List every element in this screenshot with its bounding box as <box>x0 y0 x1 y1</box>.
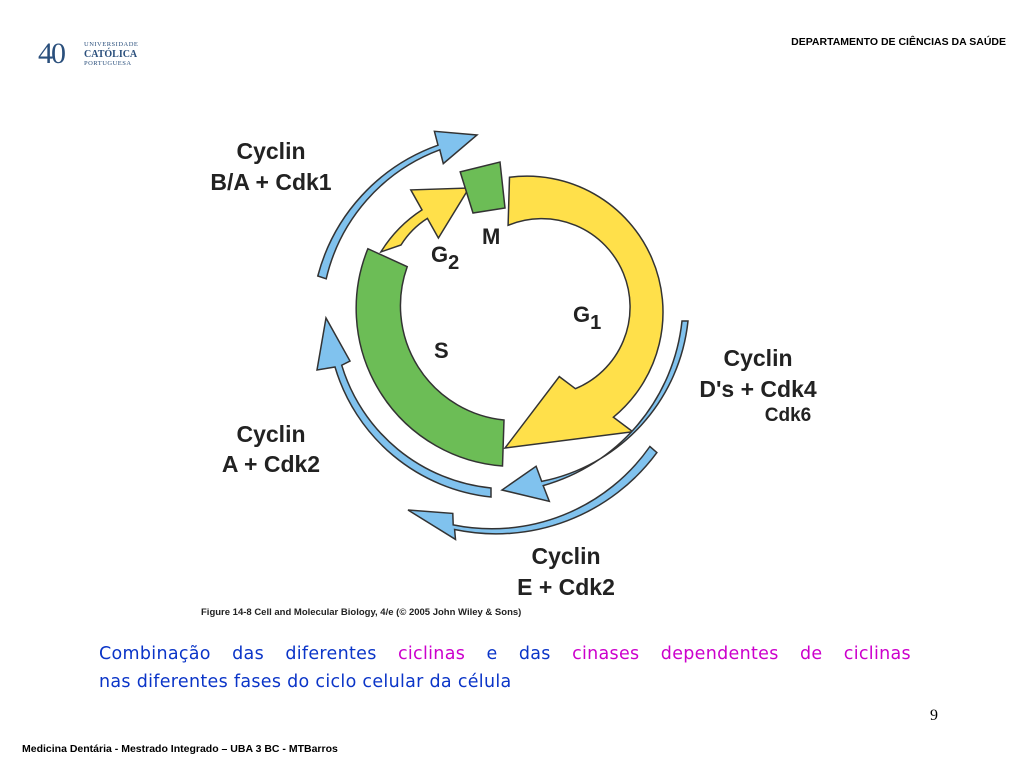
caption-highlight-cinases: cinases <box>572 644 640 664</box>
caption-line-2: nas diferentes fases do ciclo celular da… <box>99 672 512 692</box>
complex-d-cdk4-line1: Cyclin <box>723 345 792 371</box>
complex-d-cdk6-line3: Cdk6 <box>765 405 811 426</box>
complex-a-cdk2-line2: A + Cdk2 <box>222 451 320 477</box>
complex-d-cdk4-line2: D's + Cdk4 <box>699 376 817 402</box>
university-logo: 40 UNIVERSIDADE CATÓLICA PORTUGUESA <box>38 37 138 70</box>
caption-line-1: Combinação das diferentes ciclinas e das… <box>99 640 911 668</box>
complex-b-a-cdk1-line2: B/A + Cdk1 <box>210 169 331 195</box>
cyclin-b-a-cdk1-arrow <box>316 130 479 280</box>
logo-line-1: UNIVERSIDADE <box>84 41 139 48</box>
phase-label-m: M <box>482 224 500 249</box>
slide-caption: Combinação das diferentes ciclinas e das… <box>99 640 911 696</box>
department-header: DEPARTAMENTO DE CIÊNCIAS DA SAÚDE <box>791 36 1006 48</box>
phase-label-s: S <box>434 338 449 363</box>
complex-b-a-cdk1-line1: Cyclin <box>236 138 305 164</box>
slide-footer: Medicina Dentária - Mestrado Integrado –… <box>22 743 338 755</box>
complex-e-cdk2-line2: E + Cdk2 <box>517 574 615 600</box>
caption-highlight-ciclinas-2: ciclinas <box>843 644 911 664</box>
caption-word: das <box>518 644 551 664</box>
s-phase-block <box>355 247 505 467</box>
figure-credit: Figure 14-8 Cell and Molecular Biology, … <box>201 607 521 618</box>
cyclin-e-cdk2-arrow <box>407 445 658 541</box>
logo-number: 40 <box>38 37 66 70</box>
cyclin-d-cdk4-arrow <box>500 320 689 503</box>
phase-label-g2: G2 <box>431 242 459 274</box>
logo-line-2: CATÓLICA <box>84 48 138 60</box>
caption-highlight-de: de <box>799 644 823 664</box>
complex-e-cdk2-line1: Cyclin <box>531 543 600 569</box>
caption-word: das <box>232 644 264 664</box>
cell-cycle-diagram: M G2 G1 S Cyclin B/A + Cdk1 Cyclin D's +… <box>201 130 817 618</box>
logo-text: UNIVERSIDADE CATÓLICA PORTUGUESA <box>84 41 139 67</box>
g2-phase-arc <box>379 187 471 254</box>
caption-highlight-ciclinas: ciclinas <box>397 644 466 664</box>
caption-word: Combinação <box>99 644 211 664</box>
cyclin-a-cdk2-arrow <box>316 315 492 498</box>
phase-label-g1: G1 <box>573 302 601 334</box>
logo-line-3: PORTUGUESA <box>84 59 132 67</box>
caption-highlight-dependentes: dependentes <box>660 644 779 664</box>
complex-a-cdk2-line1: Cyclin <box>236 421 305 447</box>
g1-phase-arc <box>503 175 664 449</box>
caption-word: e <box>486 644 498 664</box>
m-phase-block <box>459 161 506 214</box>
page-number: 9 <box>930 707 938 724</box>
caption-word: diferentes <box>285 644 377 664</box>
